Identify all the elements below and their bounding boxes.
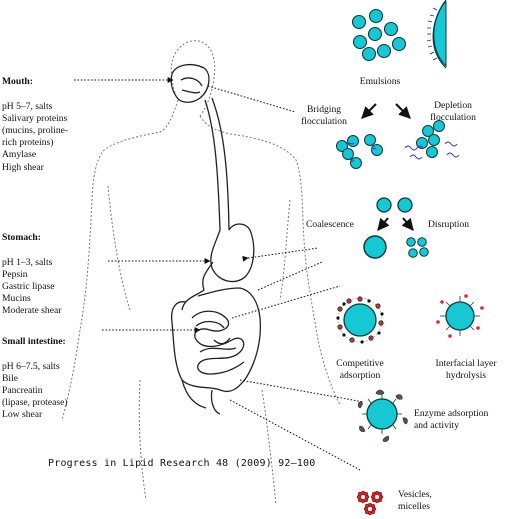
- mouth-title: Mouth:: [2, 76, 68, 88]
- leader-lines: [74, 80, 364, 470]
- interfacial-hydrolysis-droplet: [436, 294, 484, 338]
- coalescence-label: Coalescence: [306, 219, 370, 231]
- enzyme-adsorption-droplet: [358, 390, 407, 442]
- vesicles-micelles-label: Vesicles, micelles: [398, 489, 450, 513]
- citation-text: Progress in Lipid Research 48 (2009) 92–…: [48, 458, 315, 469]
- stomach-label-block: Stomach: pH 1–3, salts Pepsin Gastric li…: [2, 220, 61, 330]
- coalescence-arrows: [378, 218, 413, 230]
- bridging-flocculation-label: Bridging flocculation: [292, 104, 356, 128]
- small-intestine-label-block: Small intestine: pH 6–7.5, salts Bile Pa…: [2, 324, 68, 434]
- interfacial-hydrolysis-label: Interfacial layer hydrolysis: [430, 358, 502, 382]
- stomach-title: Stomach:: [2, 232, 61, 244]
- coalesced-droplet: [364, 236, 386, 258]
- small-intestine-title: Small intestine:: [2, 336, 68, 348]
- competitive-adsorption-droplet: [336, 297, 383, 344]
- bridging-flocs: [337, 135, 383, 169]
- micelle-cluster: [357, 491, 383, 515]
- depletion-flocs: [417, 121, 445, 158]
- disruption-label: Disruption: [428, 219, 480, 231]
- emulsion-droplets: [353, 10, 406, 61]
- competitive-adsorption-label: Competitive adsorption: [326, 358, 394, 382]
- emulsions-label: Emulsions: [350, 76, 410, 88]
- digestive-tract: [171, 65, 260, 414]
- coalescence-pair: [377, 198, 412, 212]
- depletion-flocculation-label: Depletion flocculation: [418, 100, 488, 124]
- mouth-label-block: Mouth: pH 5–7, salts Salivary proteins (…: [2, 64, 68, 186]
- small-intestine-conditions: pH 6–7.5, salts Bile Pancreatin (lipase,…: [2, 361, 68, 422]
- mouth-conditions: pH 5–7, salts Salivary proteins (mucins,…: [2, 101, 68, 174]
- enzyme-adsorption-label: Enzyme adsorption and activity: [414, 408, 506, 432]
- flocculation-arrows: [362, 104, 410, 118]
- stomach-conditions: pH 1–3, salts Pepsin Gastric lipase Muci…: [2, 257, 61, 318]
- disrupted-droplets: [407, 238, 429, 258]
- interface-droplet: [427, 0, 446, 68]
